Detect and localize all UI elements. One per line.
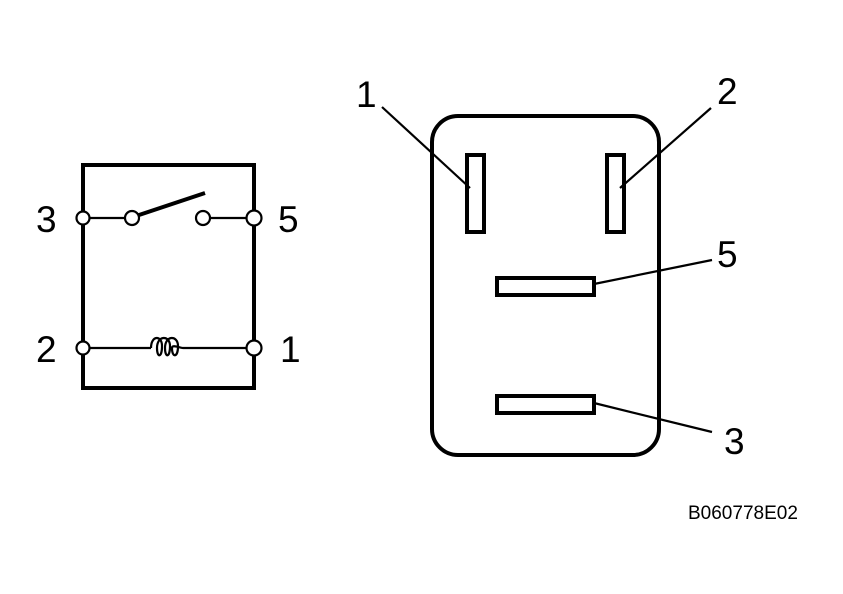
terminal-1-icon (245, 339, 263, 357)
schematic-pin-label-5: 5 (278, 199, 299, 240)
switch-circuit (75, 191, 263, 227)
connector-callout-3: 3 (724, 421, 745, 462)
callout-line-5 (593, 258, 713, 286)
terminal-3-icon (75, 210, 91, 226)
switch-contact-fixed-icon (123, 209, 141, 227)
switch-contact-open-icon (194, 209, 212, 227)
connector-callout-1: 1 (356, 74, 377, 115)
relay-connector-view: 1 2 5 3 (356, 71, 745, 462)
switch-arm-icon (138, 191, 206, 217)
callout-line-3 (593, 401, 713, 434)
blade-terminal-1 (465, 153, 486, 234)
connector-callout-5: 5 (717, 234, 738, 275)
connector-housing (430, 114, 661, 457)
schematic-pin-label-1: 1 (280, 329, 301, 370)
coil-circuit (75, 336, 263, 357)
terminal-5-icon (245, 209, 263, 227)
relay-schematic: 3 5 2 1 (36, 163, 301, 390)
reference-code: B060778E02 (688, 503, 798, 524)
blade-terminal-2 (605, 153, 626, 234)
schematic-pin-label-2: 2 (36, 329, 57, 370)
connector-callout-2: 2 (717, 71, 738, 112)
callout-line-1 (381, 106, 471, 189)
schematic-pin-label-3: 3 (36, 199, 57, 240)
coil-icon (149, 336, 184, 357)
callout-line-2 (619, 107, 712, 189)
blade-terminal-3 (495, 394, 596, 415)
schematic-housing (81, 163, 256, 390)
terminal-2-icon (75, 340, 91, 356)
blade-terminal-5 (495, 276, 596, 297)
